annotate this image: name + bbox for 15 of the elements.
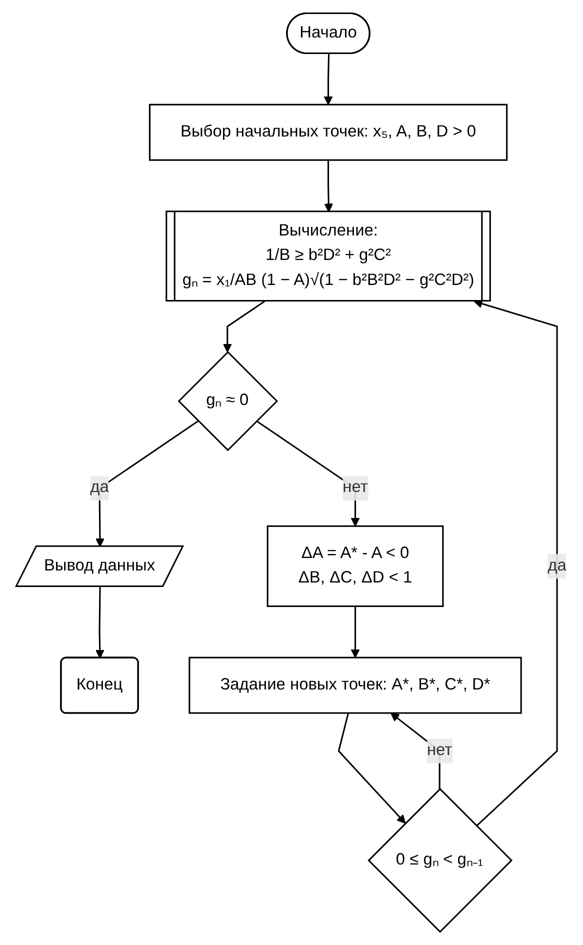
arrow bbox=[350, 606, 360, 658]
node-box: Выбор начальных точек: x₅, A, B, D > 0 bbox=[149, 104, 508, 161]
node-box: ΔA = A* - A < 0 ΔB, ΔC, ΔD < 1 bbox=[267, 525, 444, 607]
arrow bbox=[324, 160, 334, 212]
edge-label: да bbox=[90, 478, 110, 496]
edge-label: нет bbox=[427, 742, 452, 760]
edge-label: да bbox=[548, 556, 567, 574]
edge-label: нет bbox=[342, 478, 368, 496]
arrow bbox=[338, 712, 406, 824]
node-box: Задание новых точек: A*, B*, C*, D* bbox=[188, 656, 522, 714]
arrow bbox=[324, 54, 333, 106]
arrow bbox=[96, 586, 105, 658]
arrow bbox=[223, 300, 266, 352]
node-diamond: gₙ ≈ 0 bbox=[178, 351, 278, 452]
node-diamond: 0 ≤ gₙ < gₙ₋₁ bbox=[368, 788, 513, 933]
